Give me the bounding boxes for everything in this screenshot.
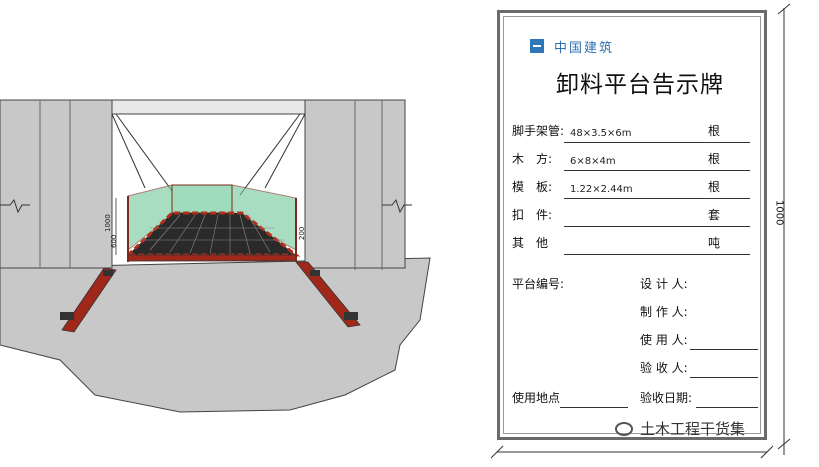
designer-label: 设 计 人: bbox=[640, 277, 688, 291]
floor-slab bbox=[0, 257, 431, 413]
sign-height-label: 1000 bbox=[773, 200, 785, 226]
material-row-formwork: 模 板: 1.22×2.44m 根 bbox=[512, 173, 750, 199]
company-logo-icon bbox=[530, 39, 544, 53]
right-channel-beam bbox=[295, 261, 361, 328]
top-beam bbox=[111, 99, 306, 115]
material-row-other: 其 他 吨 bbox=[512, 229, 750, 255]
material-row-coupler: 扣 件: 套 bbox=[512, 201, 750, 227]
maker-label: 制 作 人: bbox=[640, 305, 688, 319]
wechat-icon bbox=[615, 422, 633, 436]
platform-no-label: 平台编号: bbox=[512, 277, 565, 291]
left-channel-beam bbox=[61, 267, 117, 333]
location-label: 使用地点 bbox=[512, 391, 561, 405]
front-beam bbox=[127, 254, 297, 262]
rail-mid-dim: 600 bbox=[110, 235, 118, 248]
left-wall bbox=[0, 99, 113, 269]
rail-height-dim: 1000 bbox=[104, 214, 112, 232]
notice-board: 中国建筑 卸料平台告示牌 脚手架管: 48×3.5×6m 根 木 方: 6×8×… bbox=[497, 10, 767, 440]
watermark: 土木工程干货集 bbox=[640, 420, 746, 438]
material-row-timber: 木 方: 6×8×4m 根 bbox=[512, 145, 750, 171]
sign-title: 卸料平台告示牌 bbox=[556, 72, 724, 98]
inspector-label: 验 收 人: bbox=[640, 361, 688, 375]
suspension-cables bbox=[111, 113, 306, 196]
accept-date-label: 验收日期: bbox=[640, 391, 693, 405]
company-name: 中国建筑 bbox=[554, 41, 615, 56]
user-label: 使 用 人: bbox=[640, 333, 688, 347]
material-row-scaffold: 脚手架管: 48×3.5×6m 根 bbox=[512, 117, 750, 143]
back-guard bbox=[171, 184, 233, 214]
toe-board-dim: 200 bbox=[298, 227, 306, 240]
